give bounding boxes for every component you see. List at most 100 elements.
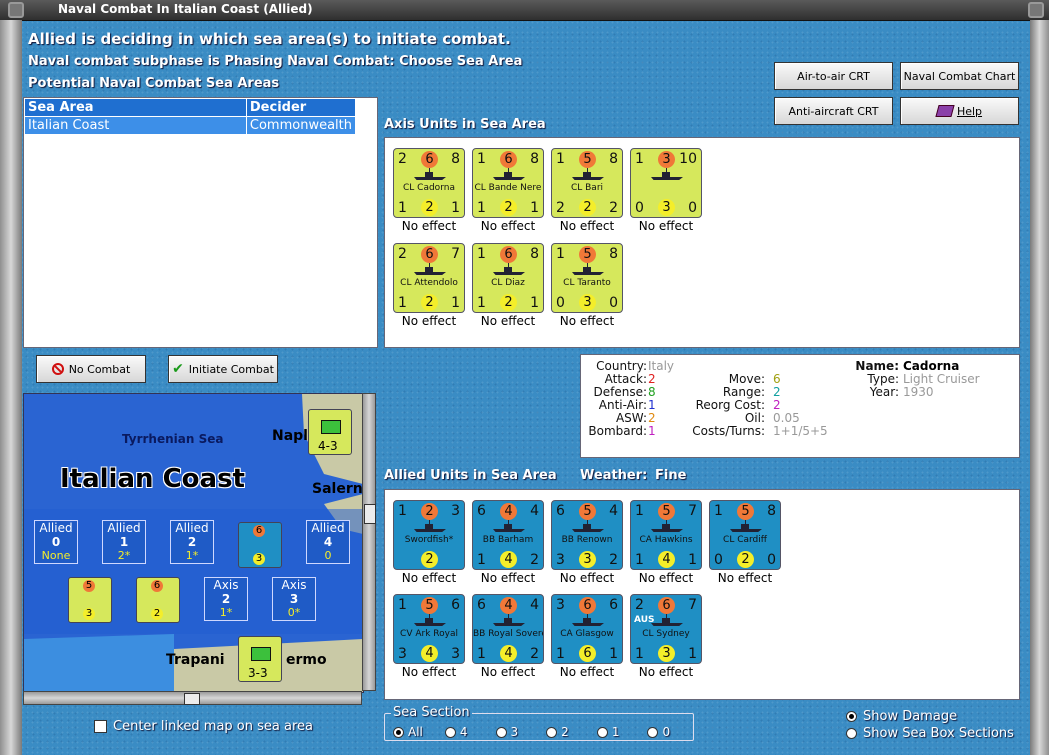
unit-stat-bottom-right: 0 [767,552,776,568]
sea-section-option[interactable]: 4 [444,725,468,739]
naval-combat-chart-button[interactable]: Naval Combat Chart [900,62,1019,90]
sea-box-number: 0 [51,535,61,549]
nation-badge: AUS [634,615,655,625]
anti-aircraft-crt-button[interactable]: Anti-aircraft CRT [774,97,893,125]
unit-stat-top-right: 6 [609,597,618,613]
sea-section-option[interactable]: 3 [495,725,518,739]
close-icon[interactable] [1028,2,1044,18]
center-linked-checkbox[interactable]: Center linked map on sea area [94,719,313,734]
radio-button[interactable] [393,726,404,738]
radio-button[interactable] [846,728,857,739]
corps-strength: 4-3 [318,439,338,453]
show-damage-radio[interactable]: Show Damage [846,709,957,724]
sea-section-option[interactable]: 0 [647,725,670,739]
unit-stat-top-left: 1 [477,246,486,262]
corps-counter-naples[interactable]: 4-3 [308,409,352,455]
corps-counter-palermo[interactable]: 3-3 [238,636,282,682]
radio-button[interactable] [846,711,857,722]
radio-button[interactable] [596,726,608,738]
unit-stat-bottom-left: 3 [398,646,407,662]
sea-section-option[interactable]: All [393,725,423,739]
unit-stat-bottom-right: 1 [609,646,618,662]
radio-button[interactable] [647,726,659,738]
system-menu-icon[interactable] [8,2,24,18]
map-horizontal-scrollbar[interactable] [23,691,362,705]
table-row[interactable]: Italian Coast Commonwealth [24,116,357,135]
unit-stat-bottom-left: 1 [477,646,486,662]
sea-section-option-label: 0 [662,725,671,739]
unit-stat-bottom-right: 1 [451,200,460,216]
sea-area-map[interactable]: Tyrrhenian Sea Italian Coast Napl Salern… [23,393,364,693]
help-button[interactable]: Help [900,97,1019,125]
unit-stat-top-left: 1 [477,151,486,167]
no-combat-button[interactable]: No Combat [36,355,146,383]
sea-box-sub: None [41,549,71,562]
show-sea-box-radio[interactable]: Show Sea Box Sections [846,726,1014,741]
unit-stat-bottom-right: 1 [688,552,697,568]
unit-attack-circle: 6 [500,151,517,168]
sea-box-number: 4 [323,535,333,549]
unit-attack-circle: 5 [737,503,754,520]
unit-attack-circle: 4 [500,503,517,520]
combat-result: No effect [638,571,694,585]
air-to-air-crt-button[interactable]: Air-to-air CRT [774,62,893,90]
unit-name: CL Sydney [642,629,690,639]
name-label: Name: [855,359,899,373]
vertical-scroll-thumb[interactable] [364,504,376,524]
sea-section-option[interactable]: 1 [596,725,619,739]
col-decider[interactable]: Decider [245,98,357,117]
radio-button[interactable] [495,726,507,738]
col-sea-area[interactable]: Sea Area [24,98,247,117]
map-vertical-scrollbar[interactable] [362,393,376,691]
unit-stat-bottom-right: 2 [609,200,618,216]
unit-stat-top-left: 6 [477,503,486,519]
radio-button[interactable] [546,726,558,738]
sea-section-option[interactable]: 2 [546,725,569,739]
horizontal-scroll-thumb[interactable] [184,693,200,705]
radio-button[interactable] [444,726,456,738]
checkbox-box[interactable] [94,720,107,733]
initiate-combat-button[interactable]: ✔ Initiate Combat [168,355,278,383]
